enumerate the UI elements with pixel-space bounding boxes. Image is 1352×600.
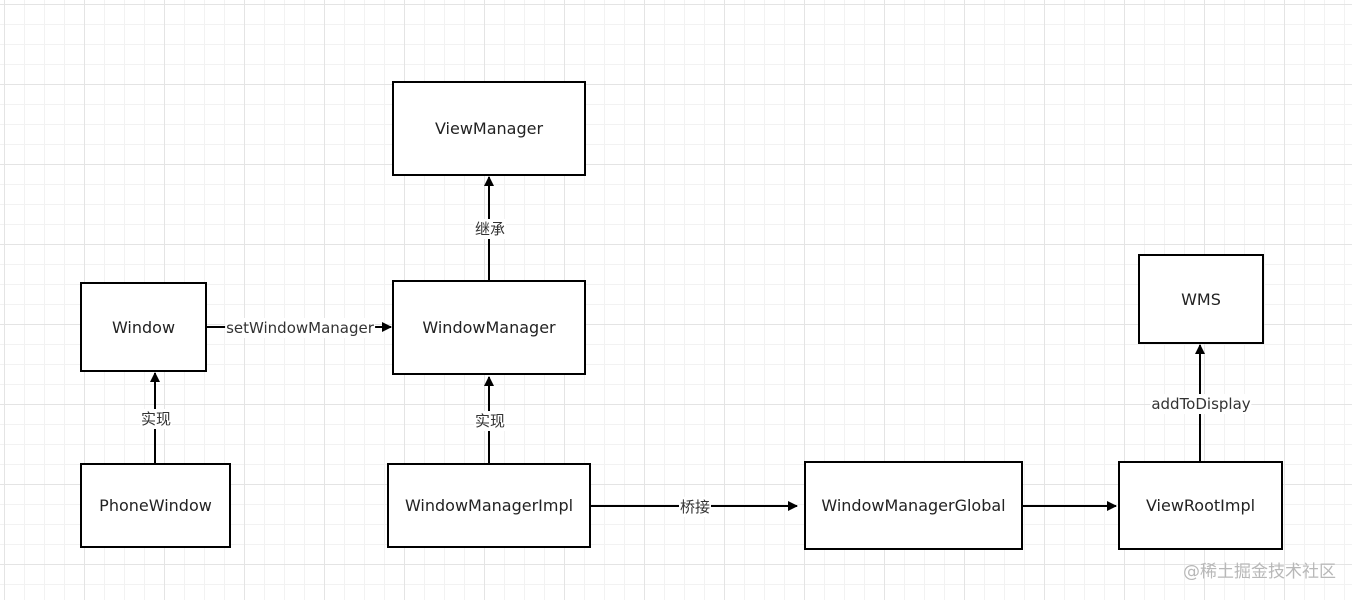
implement-window-manager-edge-label: 实现 xyxy=(473,411,507,431)
window-manager-global-label: WindowManagerGlobal xyxy=(821,496,1006,515)
window-node: Window xyxy=(80,282,207,372)
phone-window-node: PhoneWindow xyxy=(80,463,231,548)
window-manager-impl-label: WindowManagerImpl xyxy=(404,496,574,515)
window-label: Window xyxy=(111,317,176,337)
wms-label: WMS xyxy=(1181,289,1221,309)
bridge-edge-label: 桥接 xyxy=(678,497,712,517)
watermark: @稀土掘金技术社区 xyxy=(1183,562,1336,582)
wms-node: WMS xyxy=(1138,254,1264,344)
window-manager-label: WindowManager xyxy=(422,318,556,337)
phone-window-label: PhoneWindow xyxy=(99,496,212,515)
view-root-impl-node: ViewRootImpl xyxy=(1118,461,1283,550)
view-root-impl-label: ViewRootImpl xyxy=(1145,496,1256,515)
window-manager-node: WindowManager xyxy=(392,280,586,375)
set-window-manager-edge-label: setWindowManager xyxy=(225,318,375,338)
inherit-edge-label: 继承 xyxy=(473,219,507,239)
implement-window-edge-label: 实现 xyxy=(139,409,173,429)
add-to-display-edge-label: addToDisplay xyxy=(1150,394,1252,414)
view-manager-label: ViewManager xyxy=(434,119,544,138)
view-manager-node: ViewManager xyxy=(392,81,586,176)
window-manager-impl-node: WindowManagerImpl xyxy=(387,463,591,548)
window-manager-global-node: WindowManagerGlobal xyxy=(804,461,1023,550)
